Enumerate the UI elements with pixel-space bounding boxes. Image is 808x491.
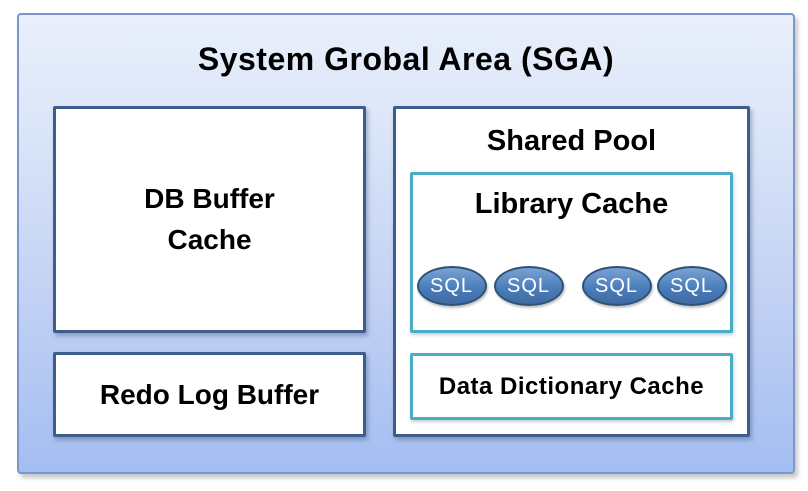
sql-oval: SQL (493, 266, 564, 306)
sql-ovals-row: SQL SQL SQL SQL (413, 266, 730, 306)
sql-oval: SQL (581, 266, 652, 306)
db-buffer-cache-label: DB Buffer Cache (144, 182, 275, 255)
sql-label: SQL (506, 274, 551, 297)
library-cache-label: Library Cache (474, 188, 669, 220)
sql-label: SQL (669, 274, 714, 297)
sga-title: System Grobal Area (SGA) (197, 41, 615, 77)
sql-oval: SQL (416, 266, 487, 306)
shared-pool-box: Shared Pool Library Cache SQL SQL SQL SQ… (393, 106, 750, 437)
redo-log-buffer-box: Redo Log Buffer (53, 352, 366, 437)
db-buffer-cache-box: DB Buffer Cache (53, 106, 366, 333)
library-cache-box: Library Cache SQL SQL SQL SQL (410, 172, 733, 333)
data-dictionary-cache-label: Data Dictionary Cache (438, 372, 705, 400)
sql-label: SQL (594, 274, 639, 297)
shared-pool-label: Shared Pool (486, 125, 657, 157)
redo-log-buffer-label: Redo Log Buffer (99, 378, 320, 410)
sql-oval: SQL (656, 266, 727, 306)
data-dictionary-cache-box: Data Dictionary Cache (410, 353, 733, 420)
sql-label: SQL (429, 274, 474, 297)
sga-container: System Grobal Area (SGA) DB Buffer Cache… (17, 13, 795, 474)
